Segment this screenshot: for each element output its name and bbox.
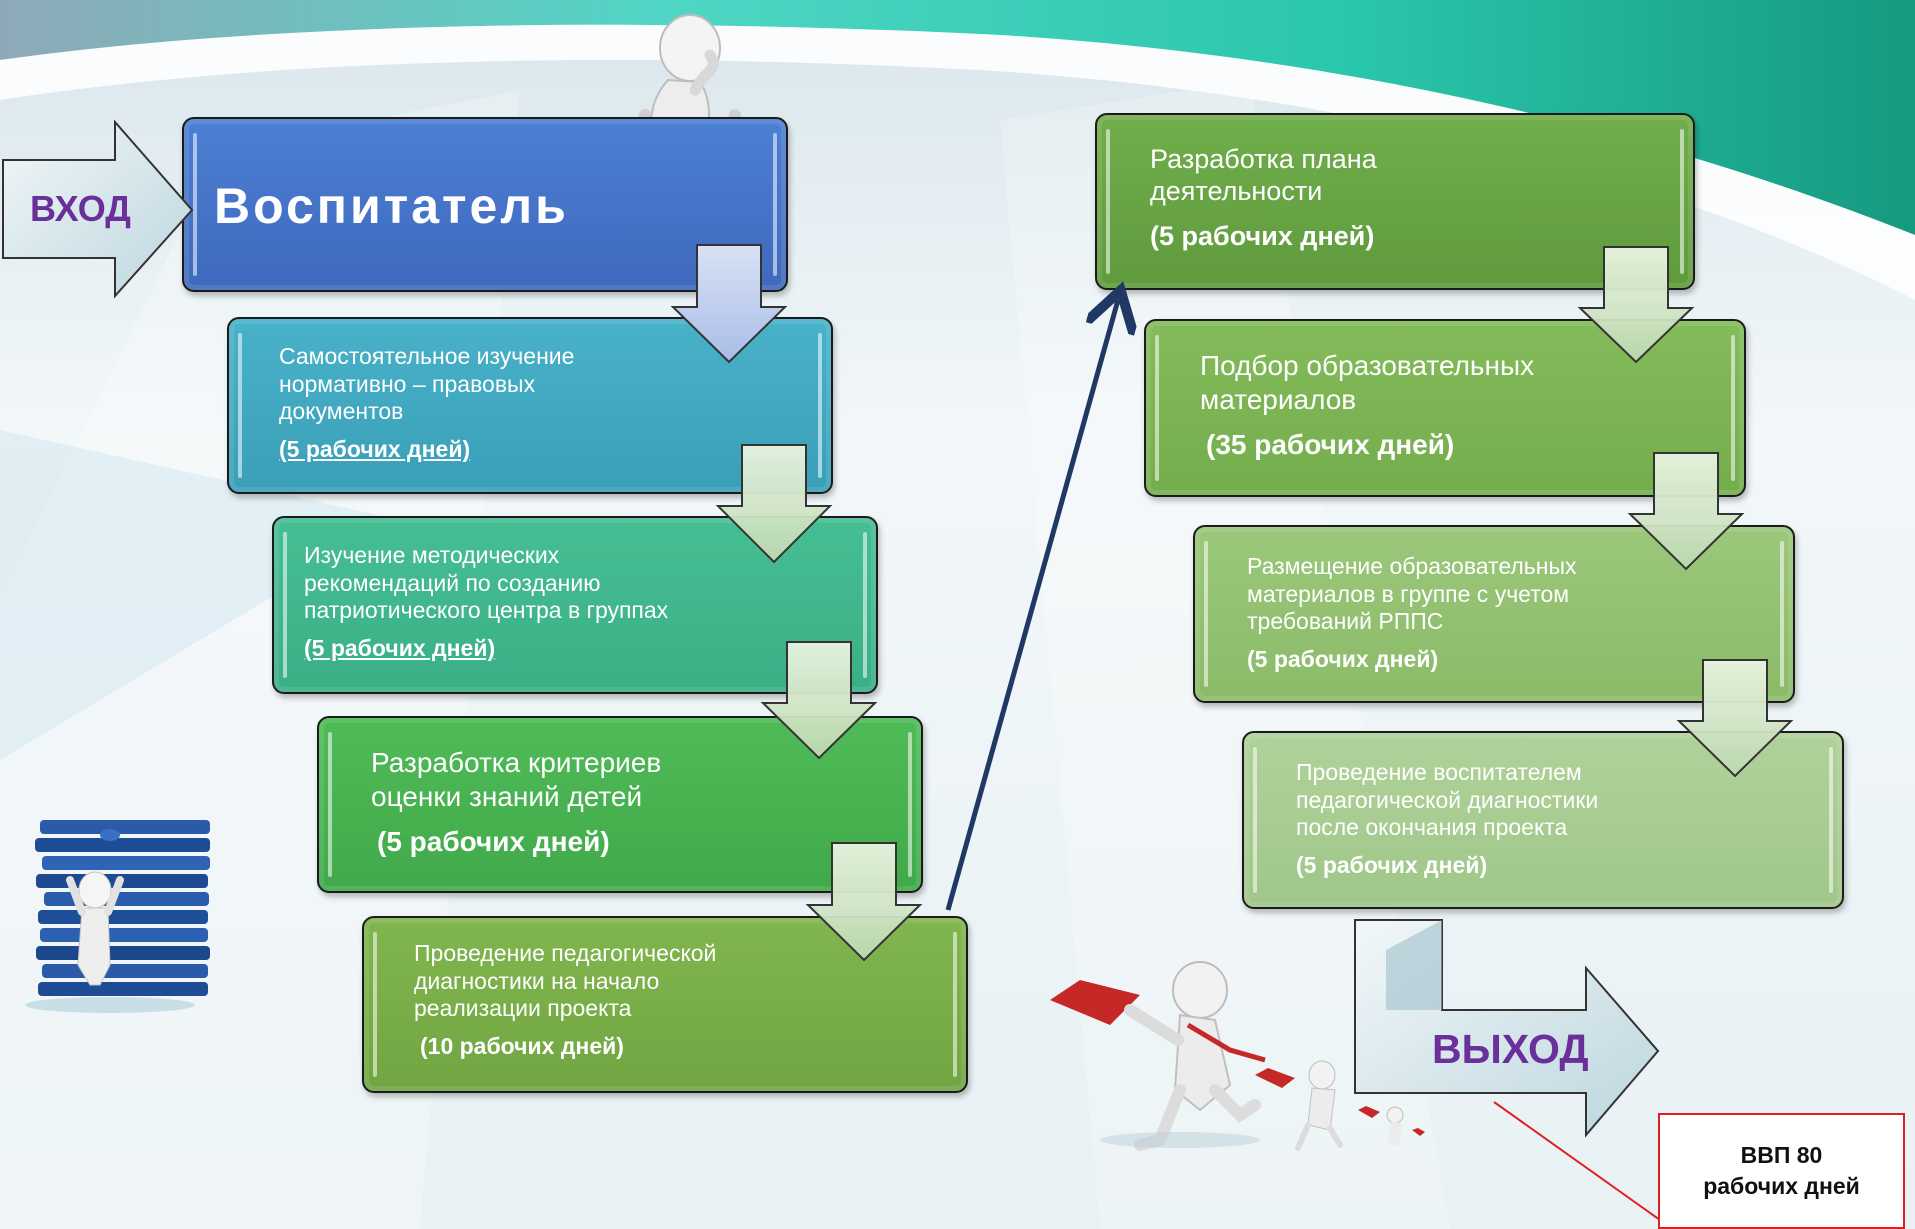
- step-final-diagnostics: Проведение воспитателем педагогической д…: [1242, 731, 1844, 909]
- step-initial-diagnostics: Проведение педагогической диагностики на…: [362, 916, 968, 1093]
- step-duration: (5 рабочих дней): [377, 826, 610, 858]
- step-select-materials: Подбор образовательных материалов (35 ра…: [1144, 319, 1746, 497]
- total-duration-note: ВВП 80 рабочих дней: [1658, 1113, 1905, 1229]
- step-duration: (5 рабочих дней): [279, 435, 471, 462]
- entry-label: ВХОД: [30, 188, 131, 229]
- step-study-regulations: Самостоятельное изучение нормативно – пр…: [227, 317, 833, 494]
- step-develop-criteria: Разработка критериев оценки знаний детей…: [317, 716, 923, 893]
- step-duration: (5 рабочих дней): [1296, 851, 1488, 878]
- step-duration: (35 рабочих дней): [1206, 429, 1455, 461]
- total-duration-line2: рабочих дней: [1703, 1173, 1860, 1199]
- step-study-recommendations: Изучение методических рекомендаций по со…: [272, 516, 878, 694]
- step-activity-plan: Разработка плана деятельности (5 рабочих…: [1095, 113, 1695, 290]
- step-text: Разработка плана деятельности: [1150, 144, 1377, 207]
- exit-label: ВЫХОД: [1432, 1026, 1589, 1072]
- step-place-materials: Размещение образовательных материалов в …: [1193, 525, 1795, 703]
- step-text: Разработка критериев оценки знаний детей: [371, 747, 662, 812]
- step-text: Размещение образовательных материалов в …: [1247, 553, 1577, 635]
- title-box: Воспитатель: [182, 117, 788, 292]
- step-duration: (5 рабочих дней): [304, 634, 496, 661]
- step-duration: (5 рабочих дней): [1150, 220, 1375, 251]
- step-text: Проведение педагогической диагностики на…: [414, 940, 717, 1022]
- step-duration: (5 рабочих дней): [1247, 645, 1439, 672]
- page-title: Воспитатель: [214, 178, 569, 234]
- step-text: Изучение методических рекомендаций по со…: [304, 542, 669, 624]
- step-text: Самостоятельное изучение нормативно – пр…: [279, 343, 575, 425]
- total-duration-line1: ВВП 80: [1740, 1141, 1823, 1168]
- step-text: Проведение воспитателем педагогической д…: [1296, 759, 1599, 841]
- step-text: Подбор образовательных материалов: [1200, 350, 1535, 415]
- step-duration: (10 рабочих дней): [420, 1032, 624, 1059]
